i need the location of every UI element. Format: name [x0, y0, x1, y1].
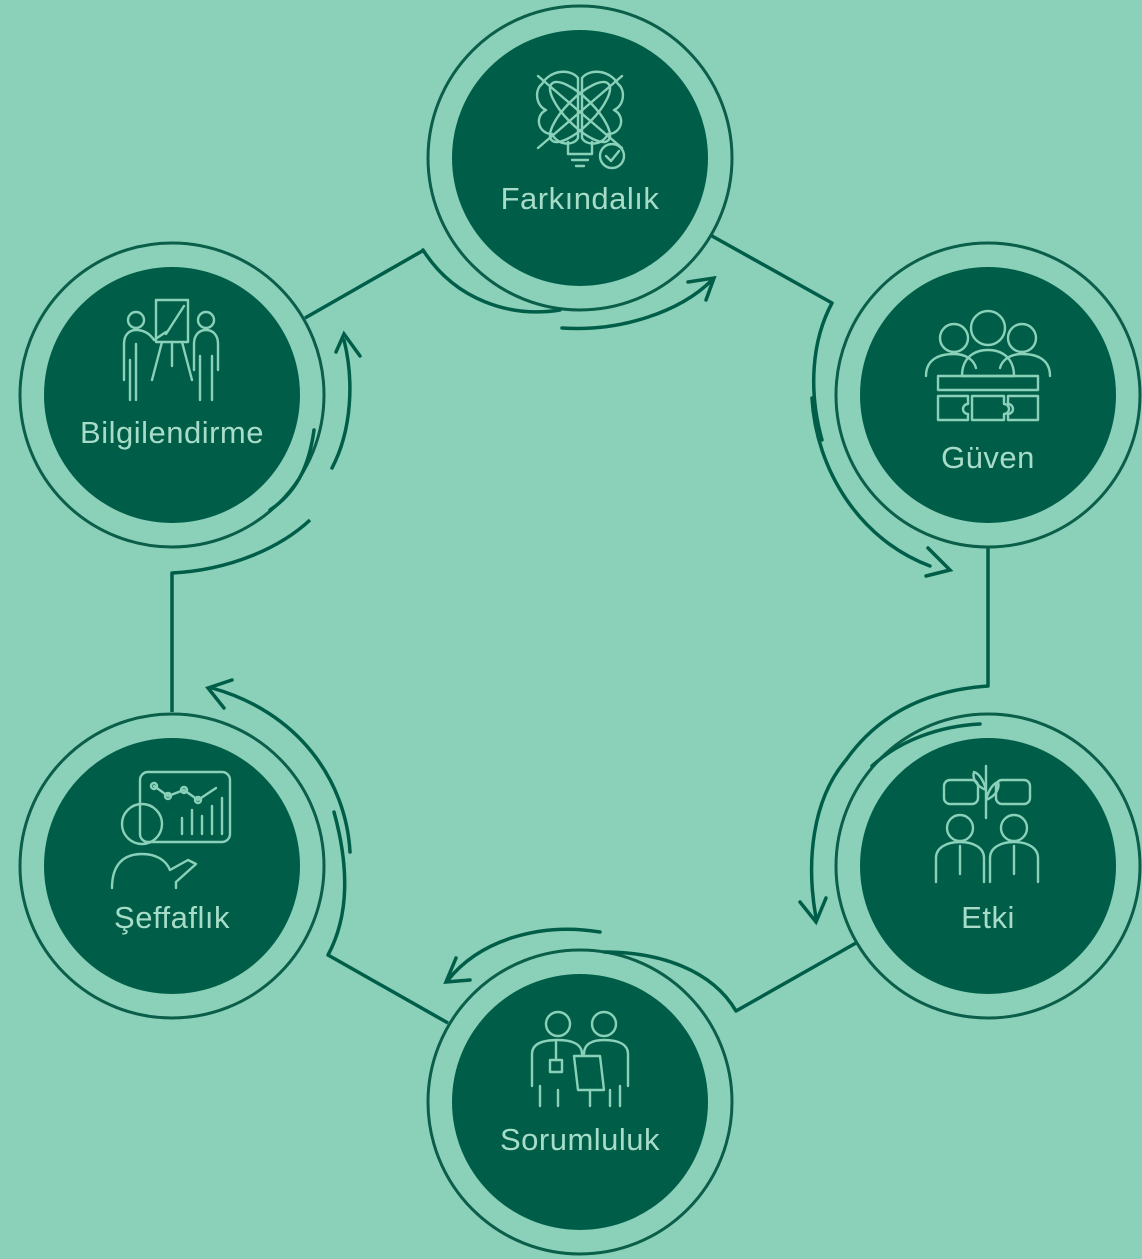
arrow-arc: [210, 686, 352, 854]
arrow-arc: [326, 810, 347, 957]
node-outer-ring: [426, 948, 734, 1256]
professionals-clipboard-icon: [530, 1010, 630, 1108]
arrow-arc: [870, 722, 982, 768]
connector-guven-etki: [844, 546, 990, 762]
node-label: Sorumluluk: [500, 1122, 660, 1157]
arrow-arc: [560, 278, 714, 331]
arrow-arc: [268, 428, 316, 512]
arrowhead: [443, 956, 472, 984]
arrow-arc: [330, 338, 352, 470]
node-farkindalik: Farkındalık: [421, 4, 734, 331]
connector-etki-sorumluluk: [735, 941, 857, 1013]
node-guven: Güven: [810, 241, 1142, 578]
connector-seffaflik-bilgilendirme: [170, 518, 312, 712]
node-label: Etki: [961, 900, 1015, 935]
node-label: Bilgilendirme: [80, 415, 264, 450]
arrow-arc: [811, 301, 834, 442]
arrowhead: [686, 275, 717, 302]
node-label: Şeffaflık: [114, 900, 230, 935]
connectors: [170, 234, 990, 1025]
node-etki: Etki: [798, 712, 1142, 1020]
node-disc: [44, 738, 300, 994]
arrow-arc: [809, 758, 848, 920]
node-outer-ring: [834, 712, 1142, 1020]
arrowhead: [798, 896, 828, 926]
presenter-chart-screen-icon: [110, 770, 232, 890]
brain-lightbulb-check-icon: [535, 70, 626, 170]
arrowhead: [924, 546, 954, 578]
arrow-arc: [446, 927, 602, 982]
presentation-board-icon: [122, 298, 220, 402]
node-disc: [44, 267, 300, 523]
node-outer-ring: [834, 241, 1142, 549]
team-puzzle-icon: [924, 309, 1052, 422]
node-disc: [452, 30, 708, 286]
connector-sorumluluk-seffaflik: [327, 953, 449, 1025]
node-seffaflik: Şeffaflık: [18, 678, 352, 1020]
node-outer-ring: [426, 4, 734, 312]
node-label: Güven: [941, 440, 1035, 475]
node-outer-ring: [18, 712, 326, 1020]
connector-farkindalik-guven: [711, 234, 833, 305]
connector-bilgilendirme-farkindalik: [304, 248, 425, 320]
node-outer-ring: [18, 241, 326, 549]
node-label: Farkındalık: [501, 181, 660, 216]
node-disc: [860, 738, 1116, 994]
arrow-arc: [810, 396, 932, 568]
arrow-arc: [602, 950, 738, 1013]
people-conversation-sprout-icon: [934, 764, 1040, 884]
arrowhead: [205, 678, 234, 710]
node-disc: [452, 974, 708, 1230]
arrow-arc: [421, 248, 562, 314]
node-sorumluluk: Sorumluluk: [426, 927, 738, 1256]
arrowhead: [334, 330, 362, 358]
node-bilgilendirme: Bilgilendirme: [18, 241, 362, 549]
